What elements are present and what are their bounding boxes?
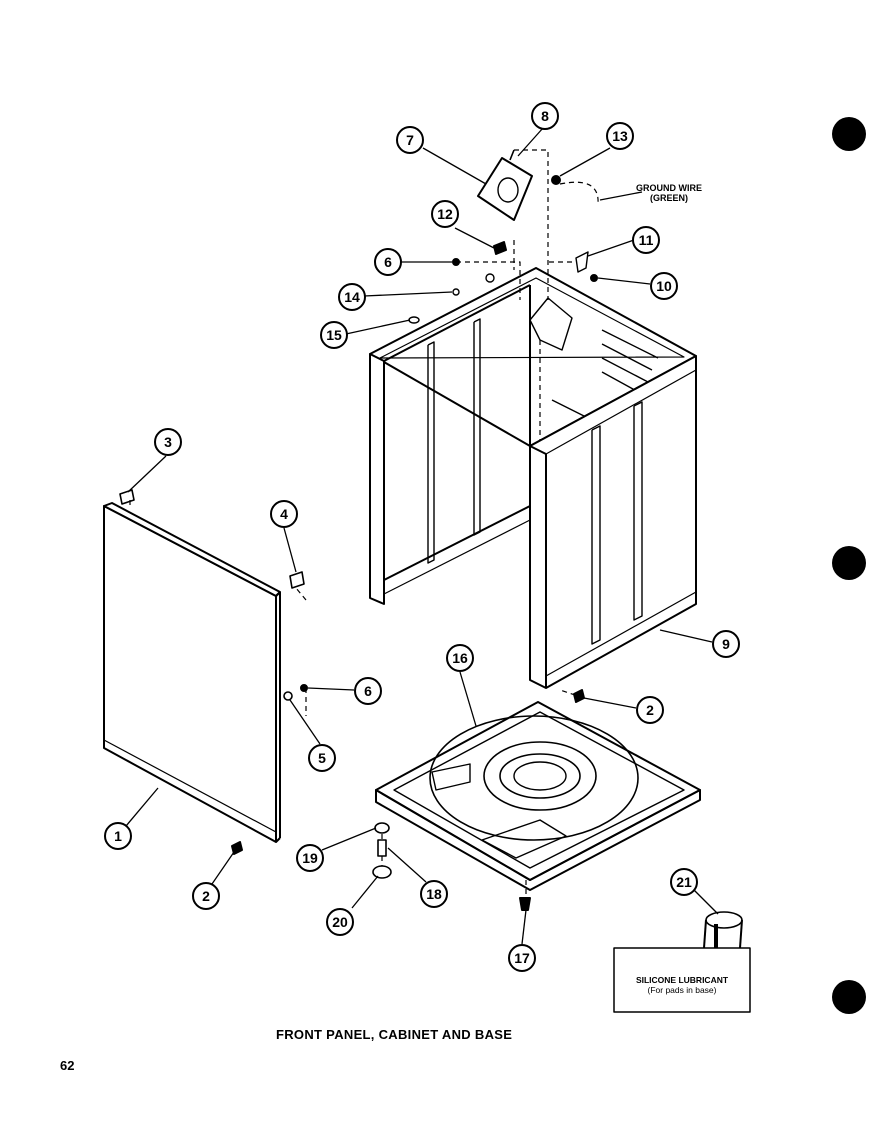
silicone-label-box [613, 947, 751, 1013]
callout-13: 13 [606, 122, 634, 150]
callout-1: 1 [104, 822, 132, 850]
page-number: 62 [60, 1058, 75, 1073]
callout-4: 4 [270, 500, 298, 528]
silicone-lubricant-label: SILICONE LUBRICANT (For pads in base) [616, 975, 748, 995]
callout-2-right: 2 [636, 696, 664, 724]
ground-wire-label: GROUND WIRE (GREEN) [636, 183, 702, 203]
ground-wire-label-line2: (GREEN) [650, 193, 688, 203]
callout-10: 10 [650, 272, 678, 300]
callout-3: 3 [154, 428, 182, 456]
callout-12: 12 [431, 200, 459, 228]
motor-bracket [477, 157, 533, 221]
base [375, 701, 701, 891]
front-panel [103, 502, 281, 843]
callout-6-top: 6 [374, 248, 402, 276]
binder-hole [832, 117, 866, 151]
callout-19: 19 [296, 844, 324, 872]
ground-wire-label-line1: GROUND WIRE [636, 183, 702, 193]
callout-20: 20 [326, 908, 354, 936]
callout-6-front: 6 [354, 677, 382, 705]
silicone-label-line1: SILICONE LUBRICANT [635, 975, 729, 985]
diagram-title: FRONT PANEL, CABINET AND BASE [276, 1027, 513, 1042]
callout-21: 21 [670, 868, 698, 896]
silicone-label-line2: (For pads in base) [647, 985, 717, 995]
binder-hole [832, 980, 866, 1014]
callout-14: 14 [338, 283, 366, 311]
callout-2-left: 2 [192, 882, 220, 910]
cabinet-side-panel [529, 355, 697, 689]
callout-11: 11 [632, 226, 660, 254]
callout-9: 9 [712, 630, 740, 658]
binder-hole [832, 546, 866, 580]
callout-16: 16 [446, 644, 474, 672]
callout-15: 15 [320, 321, 348, 349]
callout-8: 8 [531, 102, 559, 130]
callout-5: 5 [308, 744, 336, 772]
callout-7: 7 [396, 126, 424, 154]
callout-18: 18 [420, 880, 448, 908]
callout-17: 17 [508, 944, 536, 972]
